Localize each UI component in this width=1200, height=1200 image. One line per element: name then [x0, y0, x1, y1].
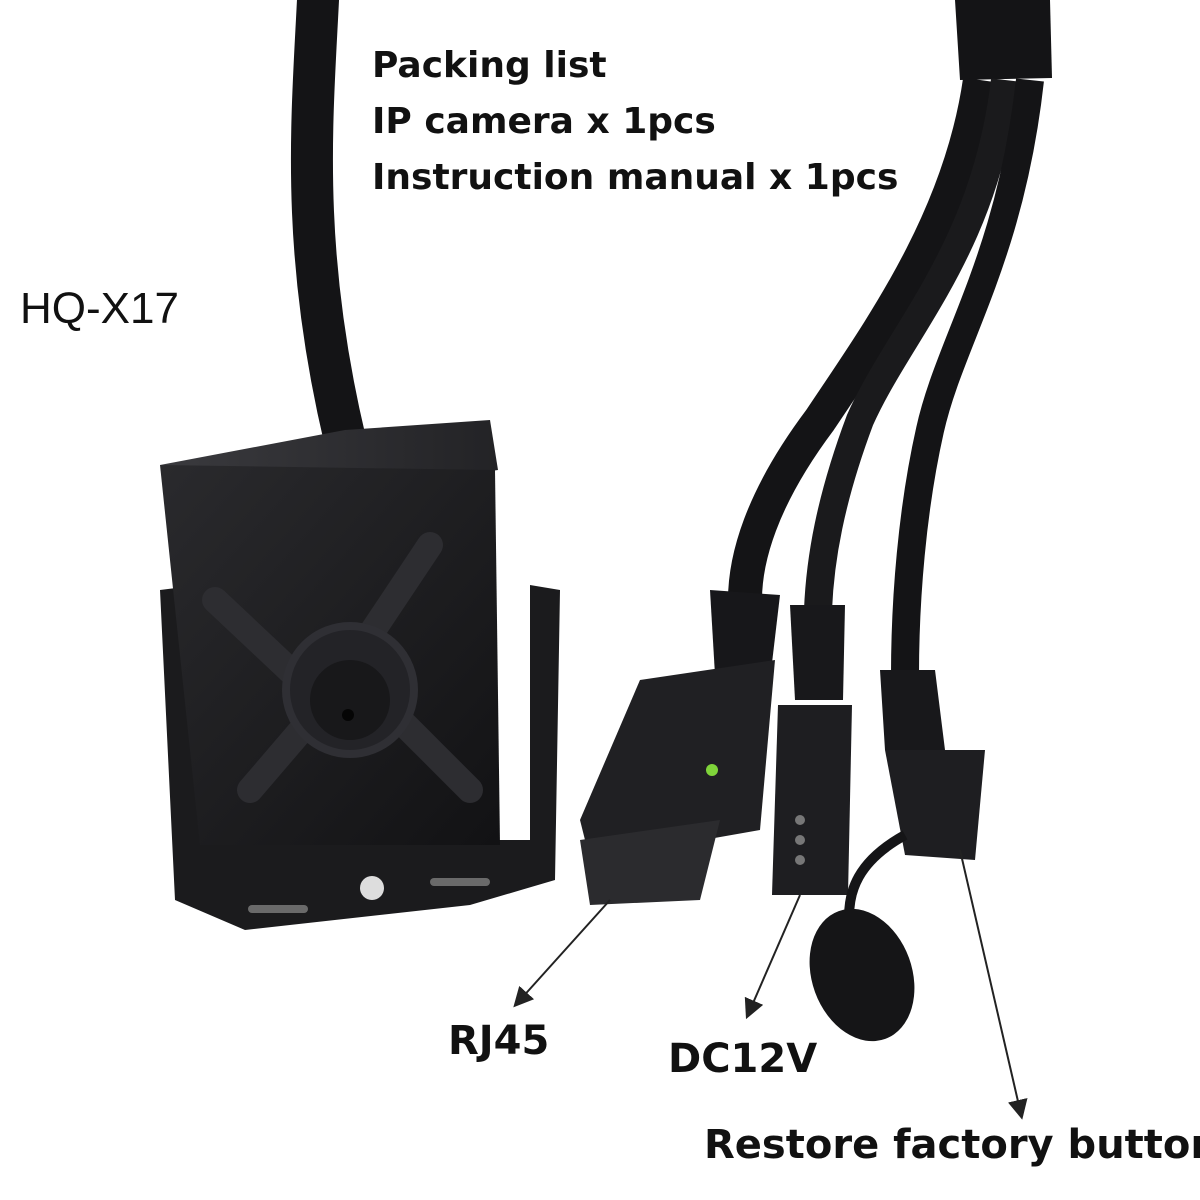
status-led: [706, 764, 718, 776]
bracket-hole: [360, 876, 384, 900]
reset-cap: [809, 908, 915, 1042]
bracket-slot-left: [248, 905, 308, 913]
bracket-slot-right: [430, 878, 490, 886]
cable-to-dc: [804, 78, 1019, 611]
cable-to-rj45: [728, 77, 997, 601]
packing-list-heading: Packing list: [372, 45, 607, 86]
pinhole-lens: [310, 660, 390, 740]
dc-marking-2: [795, 835, 805, 845]
camera-x-ridge: [202, 532, 483, 803]
dc-barrel: [772, 705, 852, 895]
rj45-boot: [710, 590, 780, 680]
dc-marking-1: [795, 815, 805, 825]
dc12v-callout: DC12V: [668, 1036, 818, 1082]
reset-boot: [880, 670, 945, 750]
model-label: HQ-X17: [20, 284, 179, 333]
camera-cable: [290, 0, 366, 461]
rj45-housing: [580, 660, 775, 860]
rj45-arrow: [513, 899, 611, 1008]
dc-marking-3: [795, 855, 805, 865]
reset-housing: [885, 750, 985, 860]
packing-list-item: Instruction manual x 1pcs: [372, 157, 899, 198]
cable-to-reset: [891, 78, 1044, 676]
packing-list: Packing list IP camera x 1pcs Instructio…: [372, 38, 898, 206]
rj45-callout: RJ45: [448, 1018, 550, 1064]
rj45-socket: [580, 820, 720, 905]
dc12v-arrow: [744, 894, 801, 1020]
pinhole-aperture: [342, 709, 354, 721]
packing-list-item: IP camera x 1pcs: [372, 101, 716, 142]
restore-arrow: [959, 849, 1028, 1120]
dc-boot: [790, 605, 845, 700]
restore-button-callout: Restore factory button: [704, 1122, 1200, 1168]
cable-bundle-sleeve: [955, 0, 1052, 80]
